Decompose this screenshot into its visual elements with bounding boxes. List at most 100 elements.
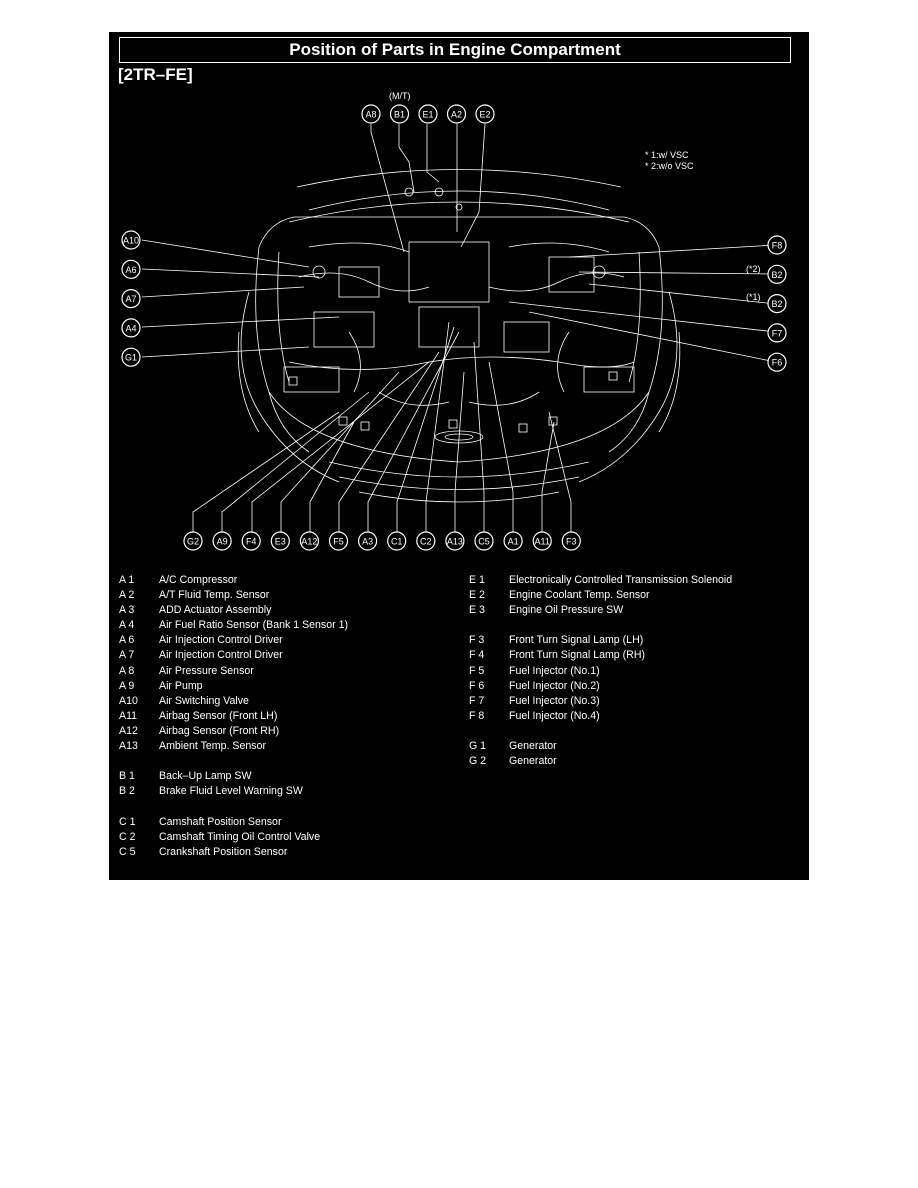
legend-spacer — [469, 724, 799, 739]
legend-code: A 7 — [119, 649, 135, 662]
callout-label: A4 — [125, 323, 136, 333]
callout-label: A8 — [365, 110, 376, 120]
callout-circle — [121, 347, 141, 367]
callout-circle — [121, 230, 141, 250]
callout-label: E1 — [422, 110, 433, 120]
callout-a13: A13 — [445, 531, 465, 551]
legend-part-name: Front Turn Signal Lamp (RH) — [509, 649, 646, 662]
leader-lines — [141, 123, 777, 540]
legend-part-name: Airbag Sensor (Front RH) — [159, 724, 280, 737]
callout-circle — [767, 352, 787, 372]
engine-compartment-diagram: A8B1E1A2E2A10A6A7A4G1F8B2B2F7F6G2A9F4E3A… — [121, 91, 787, 551]
star-note-1: (*1) — [746, 292, 761, 302]
callout-a12: A12 — [299, 531, 319, 551]
callout-label: B2 — [771, 270, 782, 280]
legend-part-name: Camshaft Position Sensor — [159, 815, 282, 828]
diagram-panel: Position of Parts in Engine Compartment … — [109, 32, 809, 880]
legend-code: G 2 — [469, 755, 487, 768]
legend-code: F 4 — [469, 649, 485, 662]
legend-part-name: Fuel Injector (No.1) — [509, 664, 600, 677]
vsc-note-2: * 2:w/o VSC — [645, 161, 694, 171]
mt-note: (M/T) — [389, 91, 411, 101]
legend-row: A11 Airbag Sensor (Front LH) — [119, 709, 459, 724]
callout-a6: A6 — [121, 259, 141, 279]
callout-label: A7 — [125, 294, 136, 304]
callout-circle — [212, 531, 232, 551]
legend-code: A 4 — [119, 619, 135, 632]
vsc-note-1: * 1:w/ VSC — [645, 150, 689, 160]
callout-c5: C5 — [474, 531, 494, 551]
callout-label: G2 — [187, 537, 199, 547]
legend-row: F 4 Front Turn Signal Lamp (RH) — [469, 648, 799, 663]
legend-code: A 3 — [119, 604, 135, 617]
callout-circle — [767, 235, 787, 255]
legend-code: B 1 — [119, 770, 135, 783]
callout-label: A9 — [217, 537, 228, 547]
callout-c1: C1 — [387, 531, 407, 551]
legend-part-name: Crankshaft Position Sensor — [159, 845, 288, 858]
callout-label: A1 — [508, 537, 519, 547]
legend-part-name: Air Injection Control Driver — [159, 649, 283, 662]
callout-circle — [532, 531, 552, 551]
legend-part-name: Electronically Controlled Transmission S… — [509, 574, 733, 586]
legend-code: F 6 — [469, 679, 485, 692]
legend-row: E 1 Electronically Controlled Transmissio… — [469, 573, 799, 588]
legend-spacer — [119, 799, 459, 814]
legend-code: A 9 — [119, 679, 135, 692]
legend-part-name: Air Switching Valve — [159, 694, 249, 707]
callout-label: F6 — [772, 358, 783, 368]
callout-a11: A11 — [532, 531, 552, 551]
callout-label: B2 — [771, 299, 782, 309]
legend-part-name: Front Turn Signal Lamp (LH) — [509, 634, 644, 647]
legend-row: A 3 ADD Actuator Assembly — [119, 603, 459, 618]
callout-a8: A8 — [361, 104, 381, 124]
callout-f6: F6 — [767, 352, 787, 372]
callout-label: A3 — [362, 537, 373, 547]
callout-e1: E1 — [418, 104, 438, 124]
legend-part-name: Airbag Sensor (Front LH) — [159, 709, 278, 722]
callout-label: C5 — [478, 537, 490, 547]
vsc-notes: * 1:w/ VSC * 2:w/o VSC — [645, 150, 694, 172]
callout-circle — [389, 104, 410, 124]
engine-code: [2TR–FE] — [118, 65, 193, 84]
callout-circle — [361, 104, 381, 124]
legend-code: A 2 — [119, 589, 135, 602]
callout-f7: F7 — [767, 323, 787, 343]
legend-code: B 2 — [119, 785, 135, 798]
legend-code: A 6 — [119, 634, 135, 647]
callout-circle — [445, 531, 465, 551]
callout-g2: G2 — [183, 531, 203, 551]
legend-part-name: Fuel Injector (No.2) — [509, 679, 600, 692]
callout-c2: C2 — [416, 531, 436, 551]
callout-a10: A10 — [121, 230, 141, 250]
legend-row: A 7 Air Injection Control Driver — [119, 648, 459, 663]
callout-circle — [358, 531, 378, 551]
legend-part-name: A/T Fluid Temp. Sensor — [159, 589, 270, 602]
callout-circle — [767, 323, 787, 343]
callout-f3: F3 — [561, 531, 581, 551]
legend-row: F 6 Fuel Injector (No.2) — [469, 679, 799, 694]
callout-a2: A2 — [446, 104, 467, 124]
legend-code: E 1 — [469, 574, 485, 586]
callout-circle — [387, 531, 407, 551]
callout-label: B1 — [394, 110, 405, 120]
legend-part-name: Air Fuel Ratio Sensor (Bank 1 Sensor 1) — [159, 619, 349, 632]
callout-label: A6 — [125, 265, 136, 275]
callout-g1: G1 — [121, 347, 141, 367]
legend-code: E 2 — [469, 589, 485, 602]
legend-code: A11 — [119, 709, 138, 722]
page-title: Position of Parts in Engine Compartment — [119, 37, 791, 63]
legend-code: A 1 — [119, 574, 135, 586]
legend-part-name: ADD Actuator Assembly — [159, 604, 272, 617]
